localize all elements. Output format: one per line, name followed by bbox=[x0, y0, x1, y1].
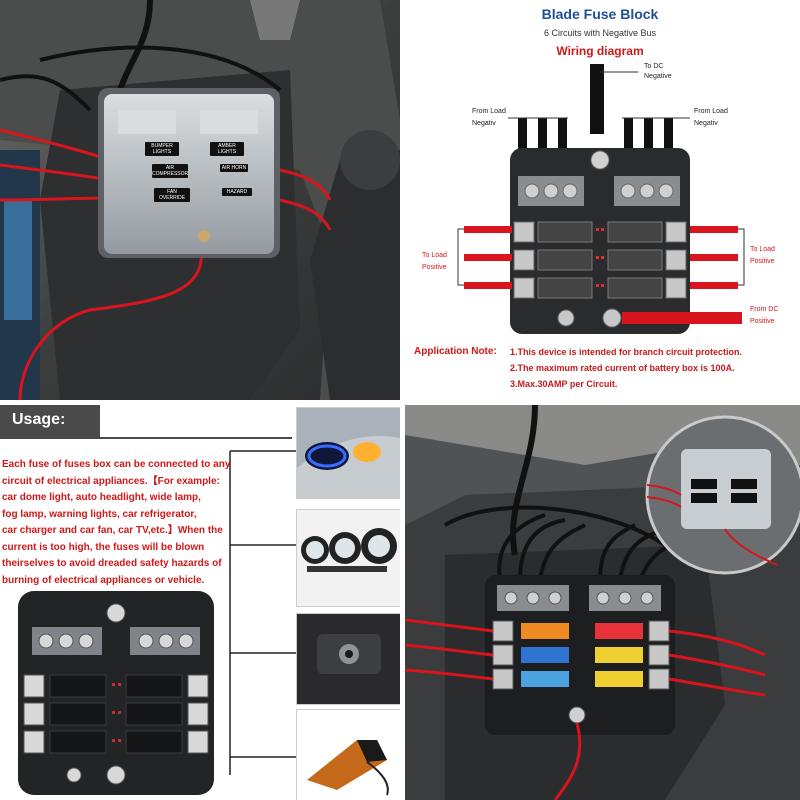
fuse-label-air-horn: AIR HORN bbox=[220, 164, 248, 172]
to-dc-negative-line1: To DC bbox=[644, 63, 664, 70]
from-load-negative-right-label: From Load Negativ bbox=[694, 106, 728, 130]
installed-fuse-box-scene bbox=[0, 0, 400, 400]
to-dc-negative-line2: Negative bbox=[644, 73, 672, 80]
wiring-diagram-label: Wiring diagram bbox=[556, 44, 644, 58]
application-note-1: 1.This device is intended for branch cir… bbox=[510, 347, 743, 357]
installed-fuse-box-photo: BUMPER LIGHTS AMBER LIGHTS AIR COMPRESSO… bbox=[0, 0, 400, 400]
fuse-label-air-compressor: AIR COMPRESSOR bbox=[152, 164, 189, 178]
fuse-block-wiring-diagram bbox=[457, 64, 745, 334]
to-load-positive-right-label: To Load Positive bbox=[750, 244, 775, 268]
application-note-label: Application Note: bbox=[414, 346, 497, 357]
from-load-left-line1: From Load bbox=[472, 108, 506, 115]
usage-banner-rule bbox=[100, 437, 292, 439]
installed-fuse-block-scene bbox=[405, 405, 800, 800]
from-load-right-line1: From Load bbox=[694, 108, 728, 115]
usage-line-7: theirselves to avoid dreaded safety haza… bbox=[2, 558, 222, 569]
from-load-right-line2: Negativ bbox=[694, 120, 718, 127]
car-vacuum-thumbnail bbox=[296, 709, 400, 800]
installed-fuse-block-with-fuses-photo bbox=[405, 405, 800, 800]
usage-line-1: Each fuse of fuses box can be connected … bbox=[2, 459, 231, 470]
from-dc-positive-line2: Positive bbox=[750, 318, 775, 325]
wiring-diagram-panel: Blade Fuse Block 6 Circuits with Negativ… bbox=[400, 0, 800, 400]
to-load-left-line2: Positive bbox=[422, 264, 447, 271]
fuse-label-hazard: HAZARD bbox=[222, 188, 252, 196]
from-load-left-line2: Negativ bbox=[472, 120, 496, 127]
diagram-subtitle: 6 Circuits with Negative Bus bbox=[543, 28, 657, 38]
usage-line-2: circuit of electrical appliances.【For ex… bbox=[2, 475, 220, 487]
usage-panel: Usage: bbox=[0, 405, 400, 800]
fog-lamps-thumbnail bbox=[296, 509, 400, 607]
fuse-label-fan-override: FAN OVERRIDE bbox=[154, 188, 190, 202]
from-dc-positive-line1: From DC bbox=[750, 306, 779, 313]
fuse-label-bumper-lights: BUMPER LIGHTS bbox=[145, 142, 179, 156]
usage-line-8: burning of electrical appliances or vehi… bbox=[2, 574, 205, 586]
from-load-negative-left-label: From Load Negativ bbox=[472, 106, 506, 130]
to-load-right-line1: To Load bbox=[750, 246, 775, 253]
application-note-3: 3.Max.30AMP per Circuit. bbox=[510, 379, 618, 389]
usage-line-6: current is too high, the fuses will be b… bbox=[2, 541, 205, 553]
fuse-label-amber-lights: AMBER LIGHTS bbox=[210, 142, 244, 156]
car-charger-thumbnail bbox=[296, 613, 400, 705]
to-load-right-line2: Positive bbox=[750, 258, 775, 265]
diagram-title: Blade Fuse Block bbox=[541, 6, 659, 22]
application-note-2: 2.The maximum rated current of battery b… bbox=[510, 363, 735, 373]
usage-connector-lines bbox=[229, 450, 296, 775]
fuse-block-product-image bbox=[18, 591, 214, 795]
usage-line-4: fog lamp, warning lights, car refrigerat… bbox=[2, 508, 197, 520]
headlight-thumbnail bbox=[296, 407, 400, 499]
usage-line-3: car dome light, auto headlight, wide lam… bbox=[2, 492, 201, 503]
usage-line-5: car charger and car fan, car TV,etc.】Whe… bbox=[2, 525, 223, 536]
usage-banner: Usage: bbox=[0, 405, 100, 439]
to-dc-negative-label: To DC Negative bbox=[644, 62, 672, 82]
to-load-positive-left-label: To Load Positive bbox=[422, 250, 447, 274]
to-load-left-line1: To Load bbox=[422, 252, 447, 259]
from-dc-positive-label: From DC Positive bbox=[750, 304, 778, 328]
usage-heading: Usage: bbox=[12, 411, 66, 428]
usage-description: Each fuse of fuses box can be connected … bbox=[2, 457, 234, 589]
